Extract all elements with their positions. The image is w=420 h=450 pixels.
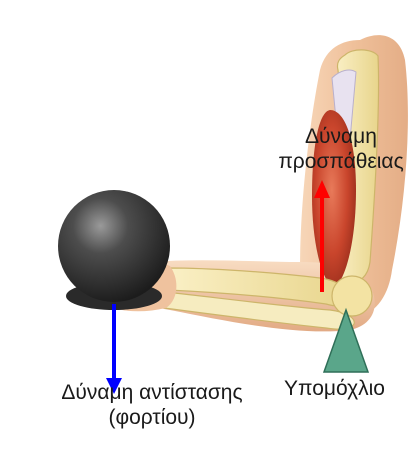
elbow-joint <box>332 276 372 316</box>
load-label-line1: Δύναμη αντίστασης <box>6 380 298 405</box>
fulcrum-label: Υπομόχλιο <box>284 376 420 401</box>
load-label-line2: (φορτίου) <box>6 405 298 430</box>
effort-label-line2: προσπάθειας <box>262 149 420 174</box>
effort-label-line1: Δύναμη <box>262 124 420 149</box>
load-force-label: Δύναμη αντίστασης (φορτίου) <box>6 380 298 430</box>
dumbbell-weight-icon <box>58 190 170 302</box>
effort-force-label: Δύναμη προσπάθειας <box>262 124 420 174</box>
